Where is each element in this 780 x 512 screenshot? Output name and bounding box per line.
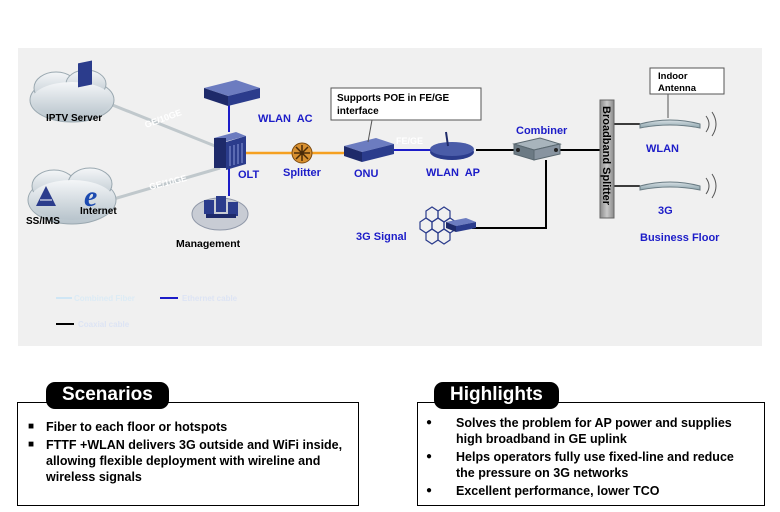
ge-link-bottom: [109, 166, 221, 202]
wlan-ac-label: WLAN AC: [258, 113, 313, 125]
3g-signal-icon: [419, 206, 457, 245]
poe-note-box: [330, 87, 482, 121]
indoor-antenna-box: [649, 67, 725, 95]
highlights-item-text: Helps operators fully use fixed-line and…: [456, 450, 734, 480]
combiner-label: Combiner: [516, 125, 568, 137]
3g-signal-label: 3G Signal: [356, 231, 407, 243]
round-bullet-icon: ●: [426, 485, 433, 496]
highlights-item: ● Excellent performance, lower TCO: [426, 483, 756, 499]
highlights-list: ● Solves the problem for AP power and su…: [426, 415, 756, 501]
iptv-server-label: IPTV Server: [46, 113, 102, 124]
olt-label: OLT: [238, 169, 259, 181]
wlan-ac-icon: [204, 80, 260, 106]
poe-note-line1: Supports POE in FE/GE: [337, 93, 450, 104]
legend: Combined Fiber Ethernet cable Coaxial ca…: [56, 294, 238, 329]
coax-3g-combiner: [472, 160, 547, 229]
scenarios-panel: ■ Fiber to each floor or hotspots ■ FTTF…: [17, 402, 359, 506]
indoor-antenna-line2: Antenna: [658, 83, 697, 94]
wlan-ap-label: WLAN AP: [426, 167, 480, 179]
3g-label: 3G: [658, 205, 673, 217]
scenarios-item: ■ Fiber to each floor or hotspots: [28, 419, 350, 435]
highlights-title: Highlights: [434, 382, 559, 409]
highlights-item-text: Solves the problem for AP power and supp…: [456, 416, 732, 446]
fe-ge-label: FE/GE: [396, 136, 423, 146]
square-bullet-icon: ■: [28, 421, 35, 432]
highlights-panel: ● Solves the problem for AP power and su…: [417, 402, 765, 506]
svg-text:e: e: [84, 180, 97, 213]
olt-icon: [214, 132, 246, 170]
highlights-item: ● Solves the problem for AP power and su…: [426, 415, 756, 447]
scenarios-title: Scenarios: [46, 382, 169, 409]
legend-fiber-label: Combined Fiber: [74, 294, 135, 303]
wlan-label: WLAN: [646, 143, 679, 155]
wlan-ap-icon: [430, 131, 474, 160]
highlights-item-text: Excellent performance, lower TCO: [456, 484, 660, 498]
poe-note-line2: interface: [337, 106, 379, 117]
onu-label: ONU: [354, 168, 379, 180]
ss-ims-label: SS/IMS: [26, 216, 60, 227]
combiner-icon: [512, 137, 562, 161]
scenarios-item-text: Fiber to each floor or hotspots: [46, 420, 228, 434]
indoor-antenna-line1: Indoor: [658, 71, 688, 82]
splitter-label: Splitter: [283, 167, 322, 179]
wlan-antenna-icon: [639, 111, 717, 137]
scenarios-list: ■ Fiber to each floor or hotspots ■ FTTF…: [28, 419, 350, 487]
3g-base-station-icon: [446, 218, 476, 232]
square-bullet-icon: ■: [28, 439, 35, 450]
management-icon: [191, 196, 249, 231]
business-floor-label: Business Floor: [640, 232, 720, 244]
round-bullet-icon: ●: [426, 417, 433, 428]
internet-cloud-icon: e: [27, 167, 117, 225]
onu-icon: [344, 138, 394, 162]
ge-link-top: [109, 102, 221, 150]
round-bullet-icon: ●: [426, 451, 433, 462]
splitter-icon: [291, 142, 313, 164]
management-label: Management: [176, 238, 241, 250]
highlights-item: ● Helps operators fully use fixed-line a…: [426, 449, 756, 481]
iptv-cloud-icon: [29, 60, 115, 123]
scenarios-item-text: FTTF +WLAN delivers 3G outside and WiFi …: [46, 438, 343, 484]
internet-label: Internet: [80, 206, 117, 217]
poe-note-pointer: [367, 119, 373, 143]
broadband-splitter-label: Broadband Splitter: [600, 106, 612, 206]
3g-antenna-icon: [639, 173, 717, 199]
legend-ethernet-label: Ethernet cable: [182, 294, 238, 303]
legend-coax-label: Coaxial cable: [78, 320, 130, 329]
scenarios-item: ■ FTTF +WLAN delivers 3G outside and WiF…: [28, 437, 350, 485]
broadband-splitter-icon: [599, 99, 615, 219]
